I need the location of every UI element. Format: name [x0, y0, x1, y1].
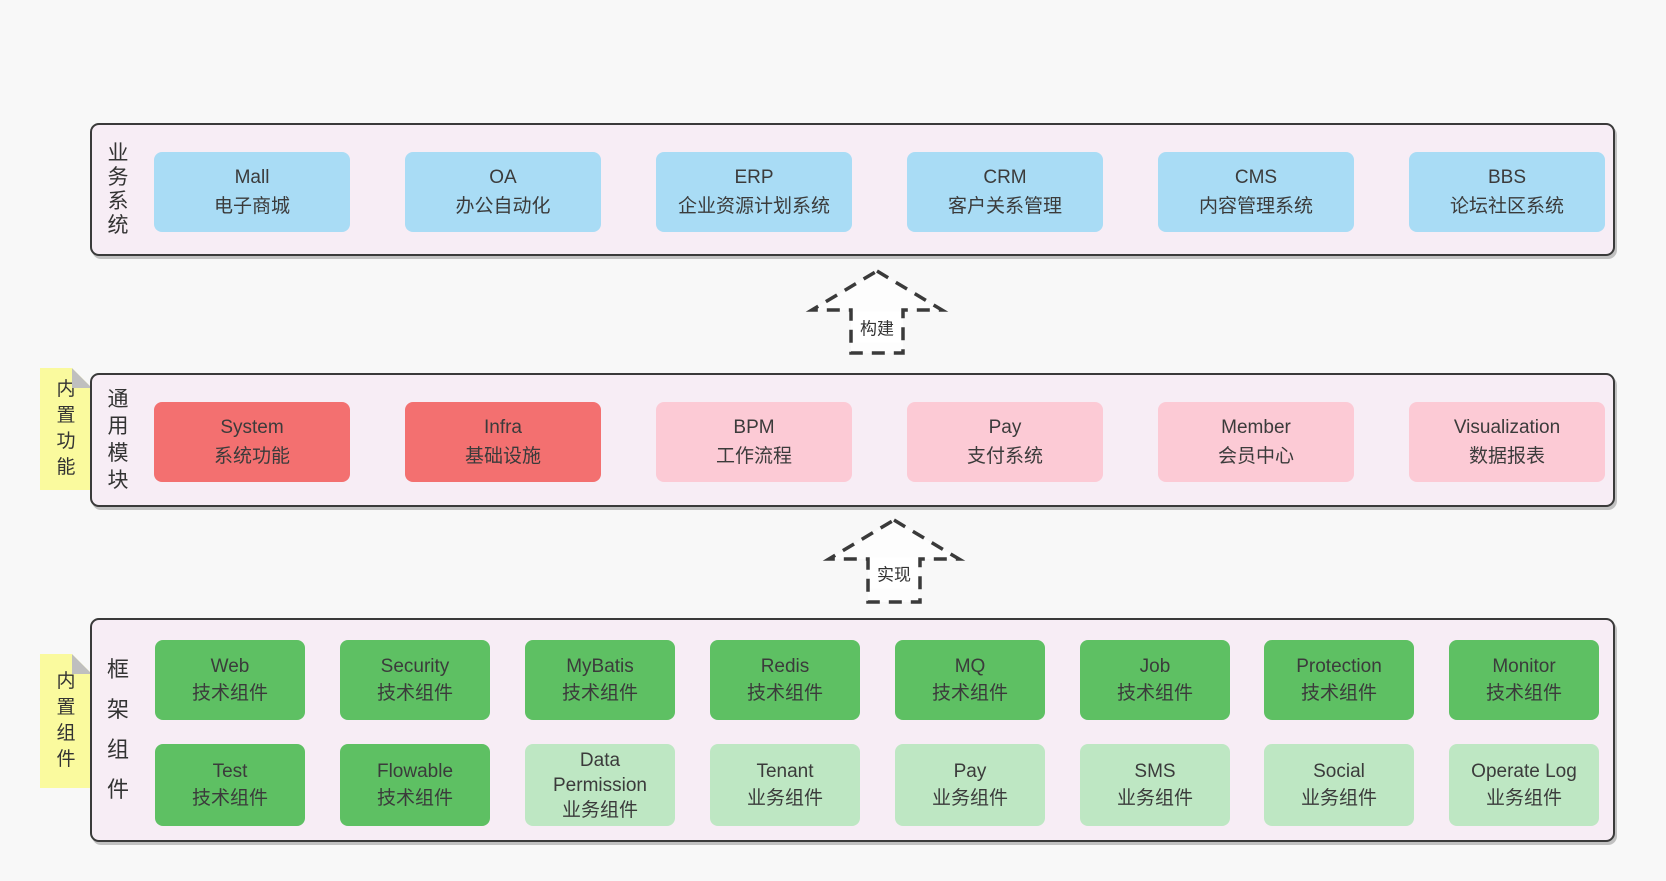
box-cms: CMS 内容管理系统: [1158, 152, 1354, 232]
box-name: Data Permission: [553, 749, 647, 796]
box-desc: 工作流程: [715, 446, 792, 467]
box-name: Operate Log: [1471, 761, 1577, 782]
fold-corner-icon: [72, 654, 92, 674]
box-name: Monitor: [1492, 656, 1556, 677]
band-modules-label: 通 用 模 块: [107, 388, 129, 492]
box-desc: 业务组件: [746, 788, 823, 809]
box-desc: 技术组件: [931, 683, 1008, 704]
box-pay-component: Pay 业务组件: [895, 744, 1045, 826]
box-name: OA: [489, 167, 517, 188]
box-desc: 技术组件: [191, 788, 268, 809]
box-mybatis: MyBatis 技术组件: [525, 640, 675, 720]
box-name: BBS: [1487, 167, 1527, 188]
box-desc: 基础设施: [464, 446, 541, 467]
box-crm: CRM 客户关系管理: [907, 152, 1103, 232]
box-desc: 技术组件: [1300, 683, 1377, 704]
box-desc: 支付系统: [966, 446, 1043, 467]
arrow-label-implement: 实现: [870, 557, 918, 589]
band-components-label: 框 架 组 件: [106, 657, 129, 802]
box-name: Test: [212, 761, 248, 782]
box-member: Member 会员中心: [1158, 402, 1354, 482]
fold-corner-icon: [72, 368, 92, 388]
box-test: Test 技术组件: [155, 744, 305, 826]
box-desc: 办公自动化: [455, 196, 551, 217]
box-desc: 技术组件: [1485, 683, 1562, 704]
box-name: Visualization: [1453, 417, 1561, 438]
box-web: Web 技术组件: [155, 640, 305, 720]
box-name: BPM: [733, 417, 775, 438]
box-name: SMS: [1134, 761, 1176, 782]
box-infra: Infra 基础设施: [405, 402, 601, 482]
box-protection: Protection 技术组件: [1264, 640, 1414, 720]
box-mall: Mall 电子商城: [154, 152, 350, 232]
arrow-label-build: 构建: [853, 311, 901, 343]
box-job: Job 技术组件: [1080, 640, 1230, 720]
box-visualization: Visualization 数据报表: [1409, 402, 1605, 482]
box-desc: 技术组件: [376, 788, 453, 809]
band-framework-components: 框 架 组 件 Web 技术组件 Security 技术组件 MyBatis 技…: [90, 618, 1615, 842]
box-desc: 企业资源计划系统: [677, 196, 830, 217]
box-erp: ERP 企业资源计划系统: [656, 152, 852, 232]
box-name: CMS: [1234, 167, 1278, 188]
box-name: Member: [1221, 417, 1291, 438]
box-desc: 系统功能: [213, 446, 290, 467]
box-desc: 数据报表: [1468, 446, 1545, 467]
box-bbs: BBS 论坛社区系统: [1409, 152, 1605, 232]
box-desc: 业务组件: [931, 788, 1008, 809]
box-oa: OA 办公自动化: [405, 152, 601, 232]
box-desc: 论坛社区系统: [1449, 196, 1564, 217]
box-sms: SMS 业务组件: [1080, 744, 1230, 826]
box-name: Infra: [483, 417, 523, 438]
box-desc: 会员中心: [1217, 446, 1294, 467]
box-desc: 技术组件: [561, 683, 638, 704]
sticky-note-builtin-components: 内 置 组 件: [40, 654, 92, 788]
box-name: Flowable: [376, 761, 454, 782]
box-desc: 内容管理系统: [1198, 196, 1313, 217]
box-name: System: [220, 417, 284, 438]
box-mq: MQ 技术组件: [895, 640, 1045, 720]
box-name: Protection: [1296, 656, 1382, 677]
box-name: Pay: [953, 761, 987, 782]
band-common-modules: 通 用 模 块 System 系统功能 Infra 基础设施 BPM 工作流程 …: [90, 373, 1615, 507]
box-name: Mall: [234, 167, 270, 188]
box-name: CRM: [983, 167, 1027, 188]
box-monitor: Monitor 技术组件: [1449, 640, 1599, 720]
band-business-label: 业 务 系 统: [107, 141, 129, 237]
box-desc: 业务组件: [1485, 788, 1562, 809]
band-business-systems: 业 务 系 统 Mall 电子商城 OA 办公自动化 ERP 企业资源计划系统 …: [90, 123, 1615, 256]
box-name: Security: [380, 656, 450, 677]
box-name: MyBatis: [566, 656, 634, 677]
box-name: Pay: [988, 417, 1022, 438]
box-desc: 业务组件: [561, 799, 638, 821]
box-name: Tenant: [756, 761, 814, 782]
sticky-note-builtin-features: 内 置 功 能: [40, 368, 92, 490]
box-data-permission: Data Permission 业务组件: [525, 744, 675, 826]
box-desc: 技术组件: [746, 683, 823, 704]
box-desc: 电子商城: [213, 196, 290, 217]
box-operate-log: Operate Log 业务组件: [1449, 744, 1599, 826]
box-redis: Redis 技术组件: [710, 640, 860, 720]
box-desc: 技术组件: [191, 683, 268, 704]
box-tenant: Tenant 业务组件: [710, 744, 860, 826]
box-desc: 客户关系管理: [947, 196, 1062, 217]
box-social: Social 业务组件: [1264, 744, 1414, 826]
box-desc: 业务组件: [1116, 788, 1193, 809]
box-desc: 技术组件: [376, 683, 453, 704]
box-pay-system: Pay 支付系统: [907, 402, 1103, 482]
box-flowable: Flowable 技术组件: [340, 744, 490, 826]
box-desc: 技术组件: [1116, 683, 1193, 704]
box-name: Job: [1139, 656, 1171, 677]
box-security: Security 技术组件: [340, 640, 490, 720]
sticky-text: 内 置 组 件: [56, 671, 76, 770]
box-name: ERP: [734, 167, 774, 188]
box-name: Social: [1313, 761, 1365, 782]
sticky-text: 内 置 功 能: [56, 379, 76, 478]
box-desc: 业务组件: [1300, 788, 1377, 809]
box-name: Redis: [760, 656, 810, 677]
box-name: Web: [210, 656, 250, 677]
box-bpm: BPM 工作流程: [656, 402, 852, 482]
box-system: System 系统功能: [154, 402, 350, 482]
box-name: MQ: [954, 656, 986, 677]
